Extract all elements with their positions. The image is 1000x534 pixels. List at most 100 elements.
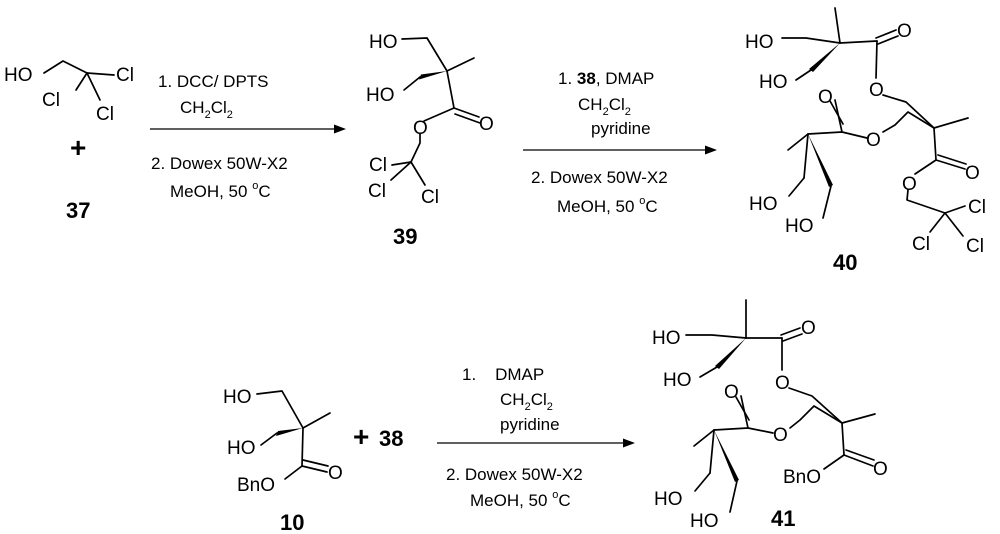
oxygen-label: O (866, 130, 881, 151)
bond (454, 113, 481, 124)
oxygen-label: O (724, 382, 739, 403)
bond (843, 454, 874, 467)
bond (944, 212, 964, 237)
bond (839, 40, 878, 44)
oxygen-label: O (869, 80, 884, 101)
oxygen-label: O (773, 425, 788, 446)
bond (823, 454, 845, 470)
bond (729, 480, 738, 513)
bond (933, 127, 937, 161)
hydroxyl-label: HO (785, 216, 814, 237)
bond (829, 100, 844, 125)
hydroxyl-label: HO (759, 72, 788, 93)
ester-oxygen-label: O (413, 118, 428, 139)
bond (693, 429, 715, 447)
bond (86, 72, 115, 76)
hydroxyl-label: HO (690, 511, 719, 532)
condition-solvent: CH2Cl2 (180, 98, 233, 121)
condition-temperature: MeOH, 50 oC (170, 180, 271, 201)
condition-temperature: MeOH, 50 oC (557, 195, 658, 216)
hydroxyl-label: HO (366, 85, 395, 106)
bond (694, 472, 711, 492)
bond (699, 366, 718, 378)
chlorine-label: Cl (369, 155, 387, 176)
hydroxyl-label: HO (227, 438, 256, 459)
chlorine-label: Cl (421, 187, 439, 208)
compound-39-label: 39 (393, 224, 417, 249)
bond (446, 57, 475, 72)
bond (390, 161, 412, 181)
bond (822, 185, 832, 219)
bond (803, 133, 809, 179)
bond (75, 72, 88, 91)
reaction-arrow (437, 438, 635, 448)
bond (780, 327, 801, 336)
carbonyl-oxygen-label: O (479, 114, 494, 135)
compound-40-label: 40 (833, 250, 857, 275)
benzyloxy-label: BnO (783, 467, 821, 488)
bond (423, 107, 455, 122)
compound-41-label: 41 (771, 506, 795, 531)
bond (284, 465, 303, 480)
bond (841, 422, 845, 456)
wedge-bond (714, 430, 739, 482)
compound-10-label: 10 (280, 510, 304, 534)
bond (713, 427, 774, 434)
bond (795, 69, 812, 81)
step1-conditions: 1. DCC/ DPTS CH2Cl2 2. Dowex 50W-X2 MeOH… (151, 72, 288, 201)
oxygen-label: O (965, 163, 980, 184)
oxygen-label: O (775, 373, 790, 394)
hydroxyl-label: HO (4, 65, 33, 86)
chlorine-label: Cl (96, 104, 114, 125)
bond (906, 189, 946, 214)
wedge-bond (809, 43, 840, 72)
reaction-arrow (523, 145, 717, 155)
bond (301, 465, 328, 473)
bond (789, 405, 843, 429)
bond (453, 107, 480, 118)
oxygen-label: O (801, 318, 816, 339)
bond (403, 76, 421, 91)
bond (875, 29, 897, 39)
hydroxyl-label: HO (369, 32, 398, 53)
condition-reagent: 1. DMAP (462, 365, 544, 384)
bond (882, 94, 935, 129)
bond (944, 205, 966, 214)
bond (43, 60, 88, 74)
bond (260, 432, 278, 446)
bond (788, 177, 805, 197)
condition-base: pyridine (591, 119, 651, 138)
bond (834, 7, 841, 44)
bond (301, 427, 304, 467)
compound-40-structure: HO HO O O O O O O HO HO Cl Cl Cl (745, 7, 986, 257)
bond (841, 413, 876, 424)
compound-38-reference: 38 (379, 426, 403, 451)
hydroxyl-label: HO (652, 328, 681, 349)
bond (937, 154, 967, 165)
condition-reagent: 1. DCC/ DPTS (158, 72, 269, 91)
bond (401, 37, 448, 72)
oxygen-label: O (818, 87, 833, 108)
hydroxyl-label: HO (223, 387, 252, 408)
wedge-bond (715, 338, 746, 369)
oxygen-label: O (902, 174, 917, 195)
condition-workup: 2. Dowex 50W-X2 (531, 168, 668, 187)
chlorine-label: Cl (968, 197, 986, 218)
bond (735, 396, 750, 421)
condition-base: pyridine (500, 415, 560, 434)
condition-solvent: CH2Cl2 (500, 390, 553, 413)
oxygen-label: O (897, 21, 912, 42)
bond (685, 334, 747, 339)
wedge-bond (419, 71, 447, 80)
bond (709, 429, 715, 474)
hydroxyl-label: HO (663, 370, 692, 391)
condition-workup: 2. Dowex 50W-X2 (151, 154, 288, 173)
hydroxyl-label: HO (749, 194, 778, 215)
hydroxyl-label: HO (654, 489, 683, 510)
bond (788, 387, 843, 424)
bond (446, 70, 455, 109)
bond (929, 212, 946, 233)
compound-10-structure: HO HO BnO O (223, 387, 343, 496)
bond (86, 72, 101, 101)
